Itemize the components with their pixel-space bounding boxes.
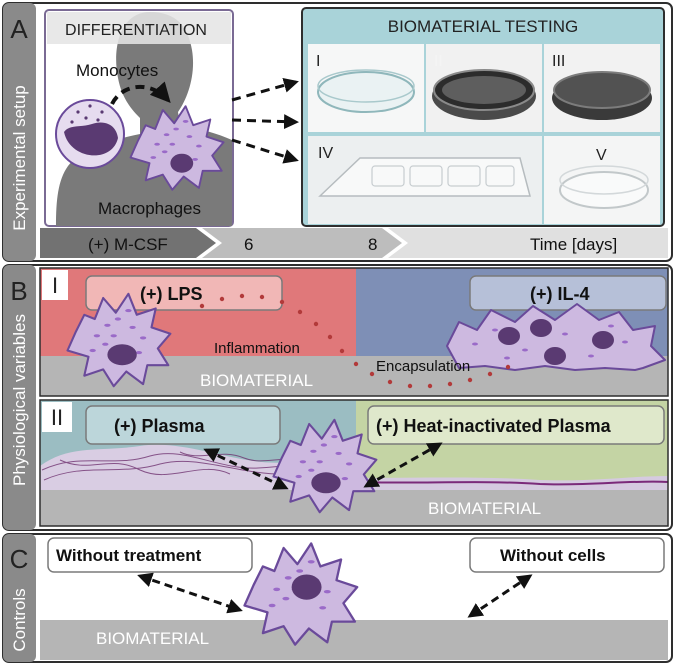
sub-i-roman: I (52, 273, 58, 298)
differentiation-arrow (110, 81, 171, 106)
without-treatment-label: Without treatment (56, 546, 202, 565)
biomaterial-label-ii: BIOMATERIAL (428, 499, 541, 518)
dish-label-i: I (316, 53, 320, 70)
macrophages-label: Macrophages (98, 199, 201, 218)
panel-b-side-label: Physiological variables (10, 314, 29, 486)
macrophage-differentiation (129, 105, 225, 191)
timeline-unit: Time [days] (530, 235, 617, 254)
panel-b-sub-i: I (+) LPS (+) IL-4 (39, 267, 669, 397)
panel-c: C Controls BIOMATERIAL Without treatment… (2, 533, 673, 663)
transition-dots (199, 293, 511, 389)
differentiation-title: DIFFERENTIATION (65, 22, 207, 39)
without-treatment-box (47, 537, 253, 573)
dish-photo-iii: III (544, 44, 660, 132)
biomaterial-layer-ii (40, 490, 668, 526)
dish-label-iv: IV (318, 145, 333, 162)
panel-b-letter: B (10, 276, 27, 306)
heat-plasma-label: (+) Heat-inactivated Plasma (376, 416, 612, 436)
plasma-box (85, 405, 281, 445)
dish-photo-iv: IV (308, 136, 542, 224)
macrophage-lps (66, 292, 172, 388)
monocyte (55, 99, 125, 169)
biomaterial-label-i: BIOMATERIAL (200, 371, 313, 390)
testing-title: BIOMATERIAL TESTING (388, 17, 579, 36)
panel-a-letter: A (10, 14, 28, 44)
testing-arrows (231, 78, 299, 164)
timeline-day6: 6 (244, 235, 253, 254)
lps-box (85, 275, 283, 311)
plasma-arrows (203, 442, 443, 490)
dish-photo-i: I (308, 44, 424, 132)
panel-c-side-bar (3, 534, 36, 662)
sub-ii-roman: II (51, 405, 63, 430)
panel-c-letter: C (10, 544, 29, 574)
without-cells-label: Without cells (500, 546, 606, 565)
monocytes-label: Monocytes (76, 61, 158, 80)
panel-a-side-label: Experimental setup (10, 85, 29, 231)
timeline: (+) M-CSF 6 8 Time [days] (40, 228, 668, 258)
encapsulation-label: Encapsulation (376, 358, 470, 375)
panel-b: B Physiological variables I (+) LPS (+) … (2, 264, 673, 531)
timeline-mcsf: (+) M-CSF (88, 235, 168, 254)
panel-a-side-bar (3, 3, 36, 261)
foreign-body-giant-cell (446, 303, 666, 371)
panel-b-sub-ii: II (+) Plasma (+) Heat-inactivated Plasm… (39, 399, 669, 527)
biomaterial-layer-c (40, 620, 668, 660)
heat-plasma-box (367, 405, 665, 445)
il4-label: (+) IL-4 (530, 284, 590, 304)
lps-label: (+) LPS (140, 284, 203, 304)
dish-label-iii: III (552, 53, 565, 70)
macrophage-plasma (272, 418, 378, 514)
dish-photo-v: V (544, 136, 660, 224)
control-arrows (137, 572, 533, 618)
dish-label-ii: II (434, 53, 443, 70)
plasma-label: (+) Plasma (114, 416, 206, 436)
timeline-day8: 8 (368, 235, 377, 254)
macrophage-control (243, 542, 359, 646)
inflammation-label: Inflammation (214, 340, 300, 357)
panel-b-side-bar (3, 265, 36, 530)
dish-label-v: V (596, 147, 607, 164)
panel-a: A Experimental setup DIFFERENTIATION Mon… (2, 2, 673, 262)
panel-c-side-label: Controls (10, 588, 29, 651)
dish-photo-ii: II (426, 44, 542, 132)
biomaterial-label-c: BIOMATERIAL (96, 629, 209, 648)
without-cells-box (469, 537, 665, 573)
